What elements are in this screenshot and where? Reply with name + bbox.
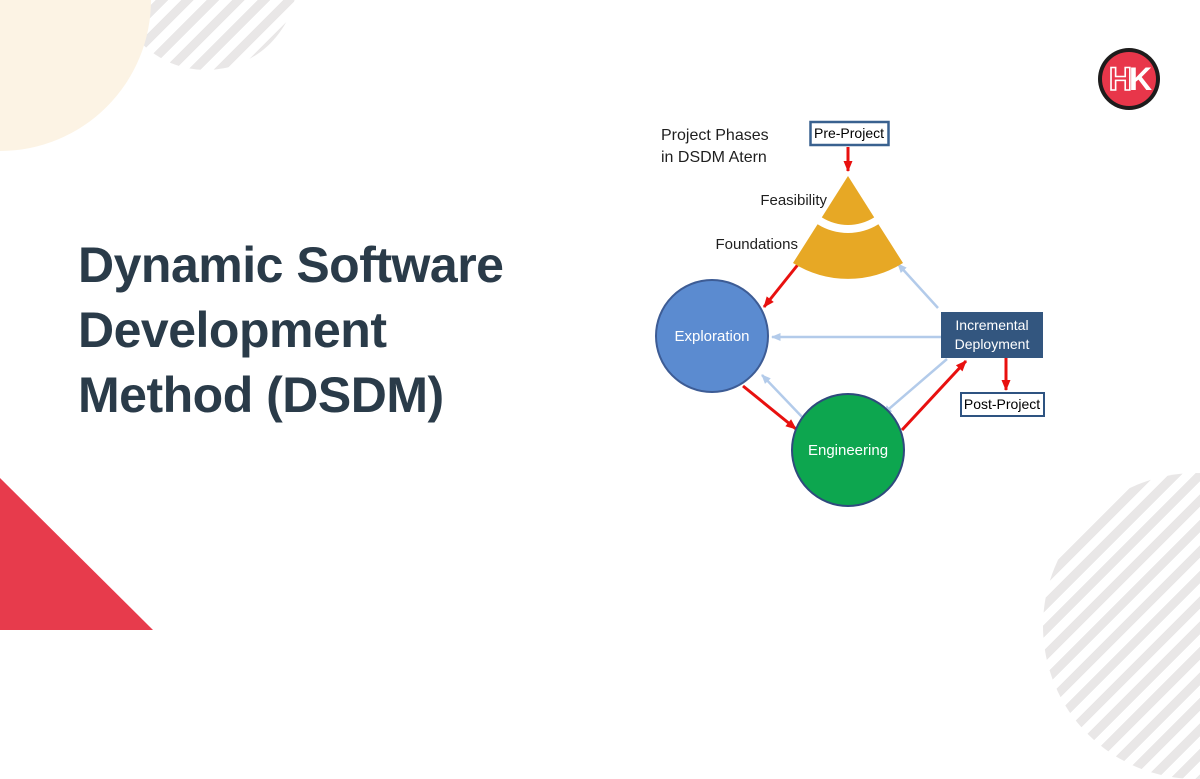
pre-project-label: Pre-Project xyxy=(814,125,884,141)
logo-letter-k: K xyxy=(1129,61,1152,97)
pre-project-box xyxy=(809,120,890,147)
dsdm-phases-diagram: Project Phases in DSDM Atern Feasibility… xyxy=(655,120,1045,507)
feasibility-label: Feasibility xyxy=(760,192,827,209)
arrow-foundations-to-exploration xyxy=(762,261,802,308)
post-project-box xyxy=(960,392,1045,417)
arrow-engineering-to-exploration xyxy=(761,374,805,420)
arrow-exploration-to-engineering xyxy=(742,384,797,431)
post-project-label: Post-Project xyxy=(964,396,1040,412)
engineering-circle xyxy=(791,393,905,507)
diagram-caption-line-2: in DSDM Atern xyxy=(661,149,767,166)
arrow-engineering-to-deployment xyxy=(900,359,968,432)
cream-quarter-disc xyxy=(0,0,151,151)
red-corner-triangle xyxy=(0,478,153,630)
exploration-circle xyxy=(655,279,769,393)
page-title: Dynamic Software Development Method (DSD… xyxy=(78,233,638,428)
exploration-label: Exploration xyxy=(674,328,749,345)
foundations-label: Foundations xyxy=(715,236,798,253)
feasibility-wedge xyxy=(821,176,875,225)
arrow-deployment-to-engineering xyxy=(882,358,948,415)
page-title-line-3: Method (DSDM) xyxy=(78,367,444,423)
incremental-deployment-box xyxy=(941,312,1043,358)
incremental-deployment-label-line-1: Incremental xyxy=(955,317,1028,333)
arrow-deployment-to-foundations xyxy=(897,263,939,309)
foundations-band xyxy=(793,224,903,279)
page-title-line-1: Dynamic Software xyxy=(78,237,504,293)
page-title-line-2: Development xyxy=(78,302,387,358)
incremental-deployment-label-line-2: Deployment xyxy=(955,336,1030,352)
diagram-caption-line-1: Project Phases xyxy=(661,127,769,144)
engineering-label: Engineering xyxy=(808,442,888,459)
logo-letter-h: H xyxy=(1108,61,1133,97)
